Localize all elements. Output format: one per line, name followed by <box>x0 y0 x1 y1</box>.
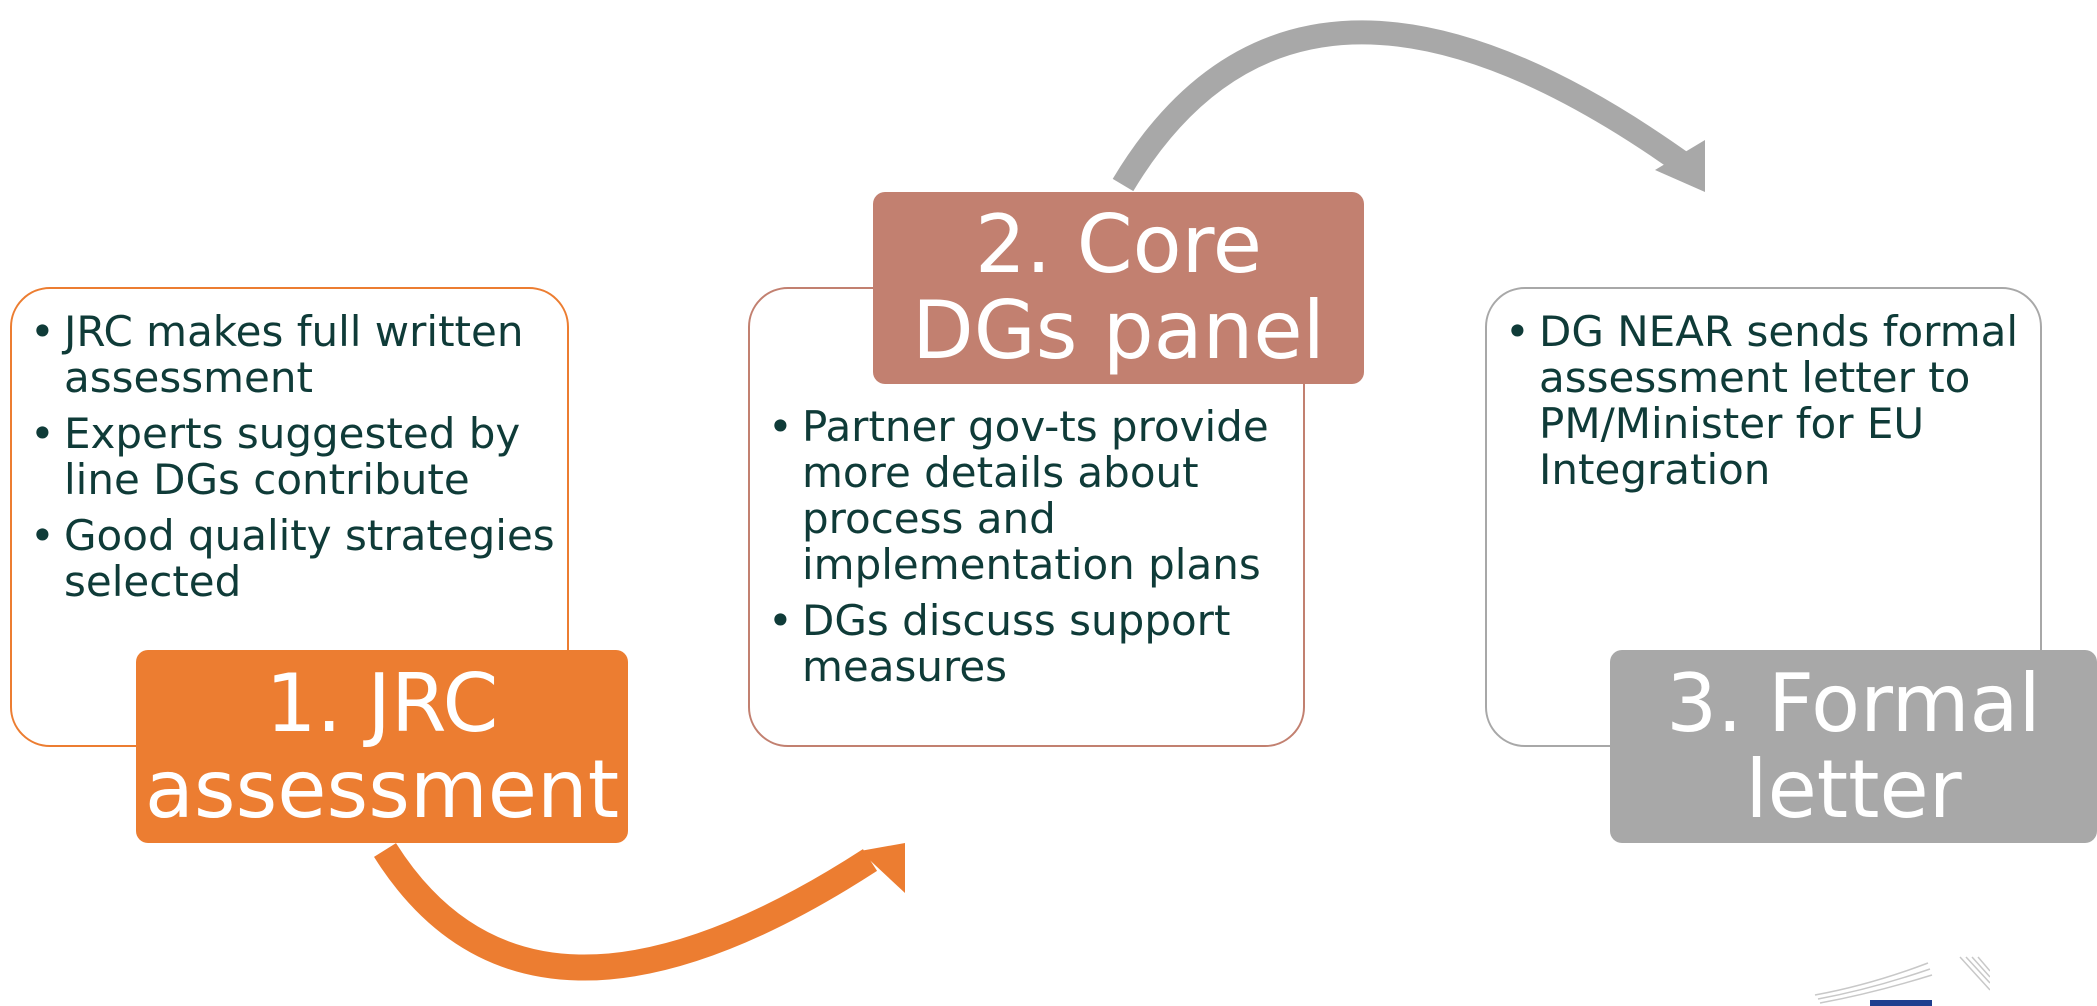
bullet-text: DG NEAR sends formal assessment letter t… <box>1539 307 2019 494</box>
step-2-bullets: •Partner gov-ts provide more details abo… <box>750 404 1303 700</box>
step-2-label-line1: 2. Core <box>975 198 1262 291</box>
bullet-icon: • <box>30 511 55 560</box>
step-1-label-line2: assessment <box>144 742 620 836</box>
bullet-text: Good quality strategies selected <box>64 511 555 606</box>
bullet-text: JRC makes full written assessment <box>64 307 524 402</box>
curved-arrow-icon <box>374 843 905 981</box>
step-2-label-line2: DGs panel <box>912 284 1325 377</box>
list-item: •DGs discuss support measures <box>750 598 1303 690</box>
list-item: •Partner gov-ts provide more details abo… <box>750 404 1303 588</box>
bullet-text: Partner gov-ts provide more details abou… <box>802 402 1269 589</box>
european-commission-logo <box>1814 956 1990 1006</box>
bullet-icon: • <box>768 596 793 645</box>
step-3-bullets: •DG NEAR sends formal assessment letter … <box>1487 309 2040 503</box>
step-1-label-line1: 1. JRC <box>265 656 499 750</box>
bullet-text: Experts suggested by line DGs contribute <box>64 409 521 504</box>
bullet-icon: • <box>30 307 55 356</box>
step-3-label-line1: 3. Formal <box>1666 656 2041 750</box>
step-1-label: 1. JRC assessment <box>136 650 628 843</box>
list-item: •JRC makes full written assessment <box>12 309 567 401</box>
step-3-label: 3. Formal letter <box>1610 650 2097 843</box>
list-item: •Good quality strategies selected <box>12 513 567 605</box>
bullet-icon: • <box>1505 307 1530 356</box>
list-item: •DG NEAR sends formal assessment letter … <box>1487 309 2040 493</box>
step-1-bullets: •JRC makes full written assessment •Expe… <box>12 309 567 615</box>
bullet-icon: • <box>30 409 55 458</box>
step-3-label-line2: letter <box>1745 742 1962 836</box>
list-item: •Experts suggested by line DGs contribut… <box>12 411 567 503</box>
curved-arrow-icon <box>1112 20 1705 192</box>
bullet-text: DGs discuss support measures <box>802 596 1231 691</box>
bullet-icon: • <box>768 402 793 451</box>
step-2-label: 2. Core DGs panel <box>873 192 1364 384</box>
